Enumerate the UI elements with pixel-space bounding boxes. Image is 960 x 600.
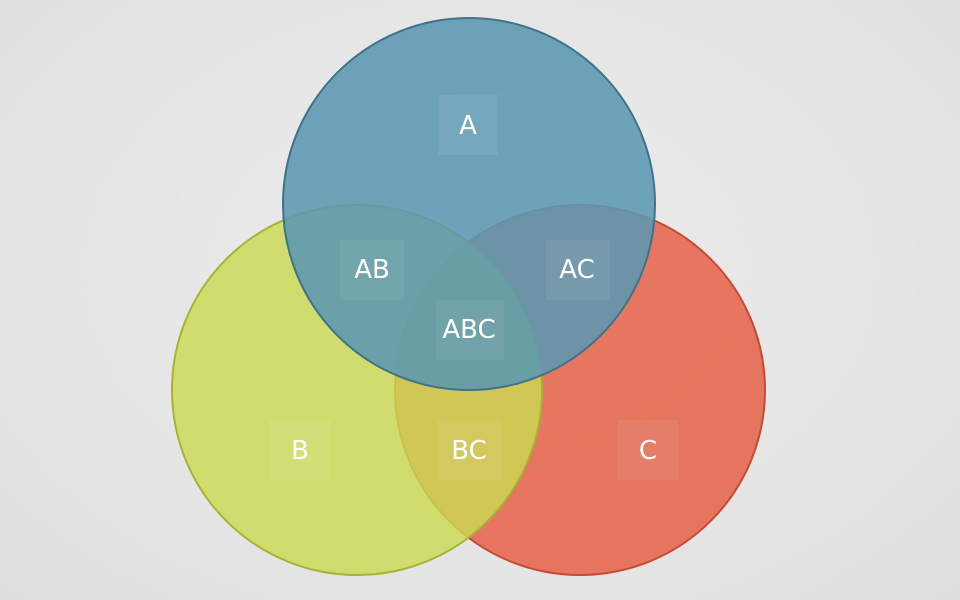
- label-ac: AC: [559, 255, 594, 285]
- label-pad-abc: [436, 300, 504, 360]
- label-b: B: [291, 436, 309, 466]
- label-ab: AB: [354, 255, 390, 285]
- label-c: C: [639, 436, 657, 466]
- label-pad-ac: [546, 240, 610, 300]
- label-pad-a: [438, 95, 498, 155]
- label-abc: ABC: [442, 315, 495, 345]
- label-pad-c: [618, 420, 678, 480]
- circle-a: [282, 17, 656, 391]
- label-bc: BC: [451, 436, 487, 466]
- label-pad-b: [270, 420, 330, 480]
- label-pad-ab: [340, 240, 404, 300]
- label-pad-bc: [438, 420, 502, 480]
- label-a: A: [459, 111, 477, 141]
